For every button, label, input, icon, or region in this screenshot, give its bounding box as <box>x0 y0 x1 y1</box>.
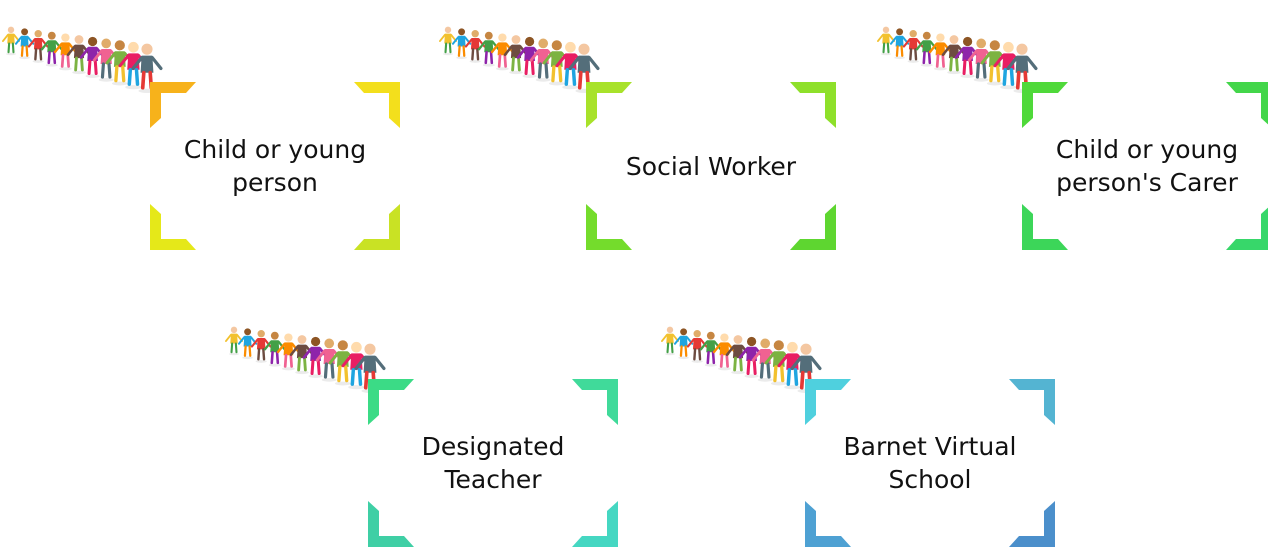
card-barnet-virtual-school: Barnet Virtual School <box>805 379 1055 547</box>
child-figure <box>263 331 286 367</box>
corner-top-right <box>1009 379 1055 425</box>
children-holding-hands-icon <box>2 12 165 94</box>
people-figures <box>877 26 1038 94</box>
child-figure <box>14 28 35 60</box>
child-figure <box>250 330 272 363</box>
child-figure <box>27 30 49 63</box>
child-figure <box>451 28 472 60</box>
corner-brackets <box>805 379 1055 547</box>
child-figure <box>439 26 457 56</box>
child-figure <box>2 26 20 56</box>
corner-top-right <box>572 379 618 425</box>
corner-bottom-left <box>368 501 414 547</box>
child-figure <box>40 31 63 67</box>
child-figure <box>225 326 243 356</box>
child-figure <box>902 30 924 63</box>
child-figure <box>673 328 694 360</box>
child-figure <box>686 330 708 363</box>
people-figures <box>439 26 600 94</box>
child-figure <box>477 31 500 67</box>
corner-bottom-left <box>805 501 851 547</box>
corner-top-right <box>1226 82 1268 125</box>
card-carer: Child or young person's Carer <box>1022 82 1268 250</box>
child-figure <box>941 35 967 75</box>
people-figures <box>2 26 163 94</box>
child-figure <box>928 33 953 71</box>
corner-bottom-left <box>150 204 196 250</box>
corner-top-right <box>790 82 836 128</box>
child-figure <box>92 38 120 82</box>
corner-top-left <box>586 82 632 128</box>
card-child-or-young-person: Child or young person <box>150 82 400 250</box>
child-figure <box>66 35 92 75</box>
children-holding-hands-icon <box>225 312 388 394</box>
child-figure <box>118 41 149 90</box>
child-figure <box>131 43 163 94</box>
card-designated-teacher: Designated Teacher <box>368 379 618 547</box>
card-label: Barnet Virtual School <box>843 432 1017 494</box>
children-holding-hands-icon <box>439 12 602 94</box>
corner-bottom-right <box>354 204 400 250</box>
corner-brackets <box>1022 82 1268 250</box>
child-figure <box>661 326 679 356</box>
child-figure <box>276 333 301 371</box>
corner-brackets <box>150 82 400 250</box>
child-figure <box>790 343 822 394</box>
card-label: Child or young person <box>183 135 367 197</box>
child-figure <box>464 30 486 63</box>
child-figure <box>53 33 78 71</box>
corner-brackets <box>586 82 836 250</box>
card-label: Social Worker <box>625 151 797 181</box>
children-holding-hands-icon <box>877 12 1040 94</box>
corner-bottom-right <box>572 501 618 547</box>
corner-bottom-right <box>1226 207 1268 250</box>
corner-bottom-right <box>1009 501 1055 547</box>
child-figure <box>490 33 515 71</box>
child-figure <box>712 333 737 371</box>
card-social-worker: Social Worker <box>586 82 836 250</box>
people-figures <box>661 326 822 394</box>
card-label: Designated Teacher <box>421 432 565 494</box>
children-holding-hands-icon <box>661 312 824 394</box>
corner-top-left <box>150 82 196 128</box>
corner-brackets <box>368 379 618 547</box>
corner-bottom-right <box>790 204 836 250</box>
corner-bottom-left <box>586 204 632 250</box>
corner-top-left <box>805 379 851 425</box>
corner-bottom-left <box>1022 204 1068 250</box>
child-figure <box>237 328 258 360</box>
child-figure <box>877 26 895 56</box>
people-figures <box>225 326 386 394</box>
card-label: Child or young person's Carer <box>1055 135 1239 197</box>
corner-top-left <box>368 379 414 425</box>
child-figure <box>699 331 722 367</box>
corner-top-right <box>354 82 400 128</box>
child-figure <box>915 31 938 67</box>
corner-top-left <box>1022 82 1068 128</box>
